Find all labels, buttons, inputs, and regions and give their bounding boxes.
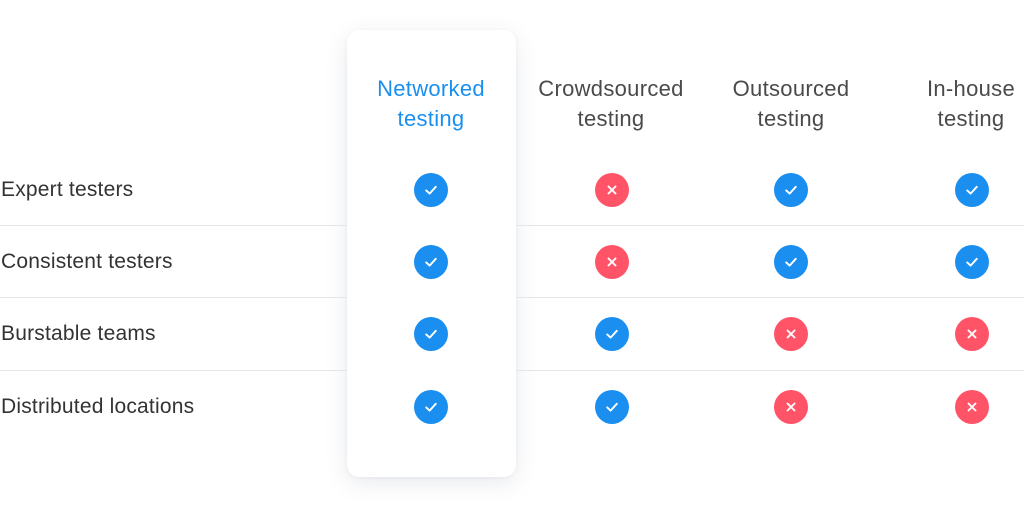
- column-header-line2: testing: [577, 106, 645, 131]
- row-divider: [516, 370, 1024, 371]
- check-icon: [774, 173, 808, 207]
- column-header-line2: testing: [937, 106, 1005, 131]
- check-icon: [414, 245, 448, 279]
- row-divider: [0, 225, 347, 226]
- table-row: Distributed locations: [0, 371, 1024, 443]
- cross-icon: [955, 317, 989, 351]
- cross-icon: [774, 390, 808, 424]
- row-divider: [0, 370, 347, 371]
- row-label: Burstable teams: [1, 322, 156, 345]
- check-icon: [595, 317, 629, 351]
- column-header-outsourced: Outsourced testing: [696, 74, 886, 134]
- cross-icon: [595, 173, 629, 207]
- check-icon: [955, 173, 989, 207]
- check-icon: [595, 390, 629, 424]
- cross-icon: [595, 245, 629, 279]
- row-label: Expert testers: [1, 178, 134, 201]
- column-header-networked: Networked testing: [336, 74, 526, 134]
- column-header-inhouse: In-house testing: [876, 74, 1024, 134]
- column-header-line1: Crowdsourced: [538, 76, 684, 101]
- check-icon: [774, 245, 808, 279]
- check-icon: [414, 173, 448, 207]
- column-header-line1: In-house: [926, 76, 1015, 101]
- column-header-crowdsourced: Crowdsourced testing: [516, 74, 706, 134]
- table-row: Consistent testers: [0, 226, 1024, 298]
- check-icon: [414, 317, 448, 351]
- row-divider: [516, 297, 1024, 298]
- check-icon: [414, 390, 448, 424]
- column-header-line1: Networked: [377, 76, 485, 101]
- column-header-line1: Outsourced: [732, 76, 850, 101]
- cross-icon: [774, 317, 808, 351]
- cross-icon: [955, 390, 989, 424]
- check-icon: [955, 245, 989, 279]
- row-divider: [0, 297, 347, 298]
- row-divider: [516, 225, 1024, 226]
- row-label: Consistent testers: [1, 250, 173, 273]
- table-row: Expert testers: [0, 154, 1024, 226]
- table-row: Burstable teams: [0, 298, 1024, 370]
- column-header-line2: testing: [397, 106, 465, 131]
- row-label: Distributed locations: [1, 395, 195, 418]
- column-header-line2: testing: [757, 106, 825, 131]
